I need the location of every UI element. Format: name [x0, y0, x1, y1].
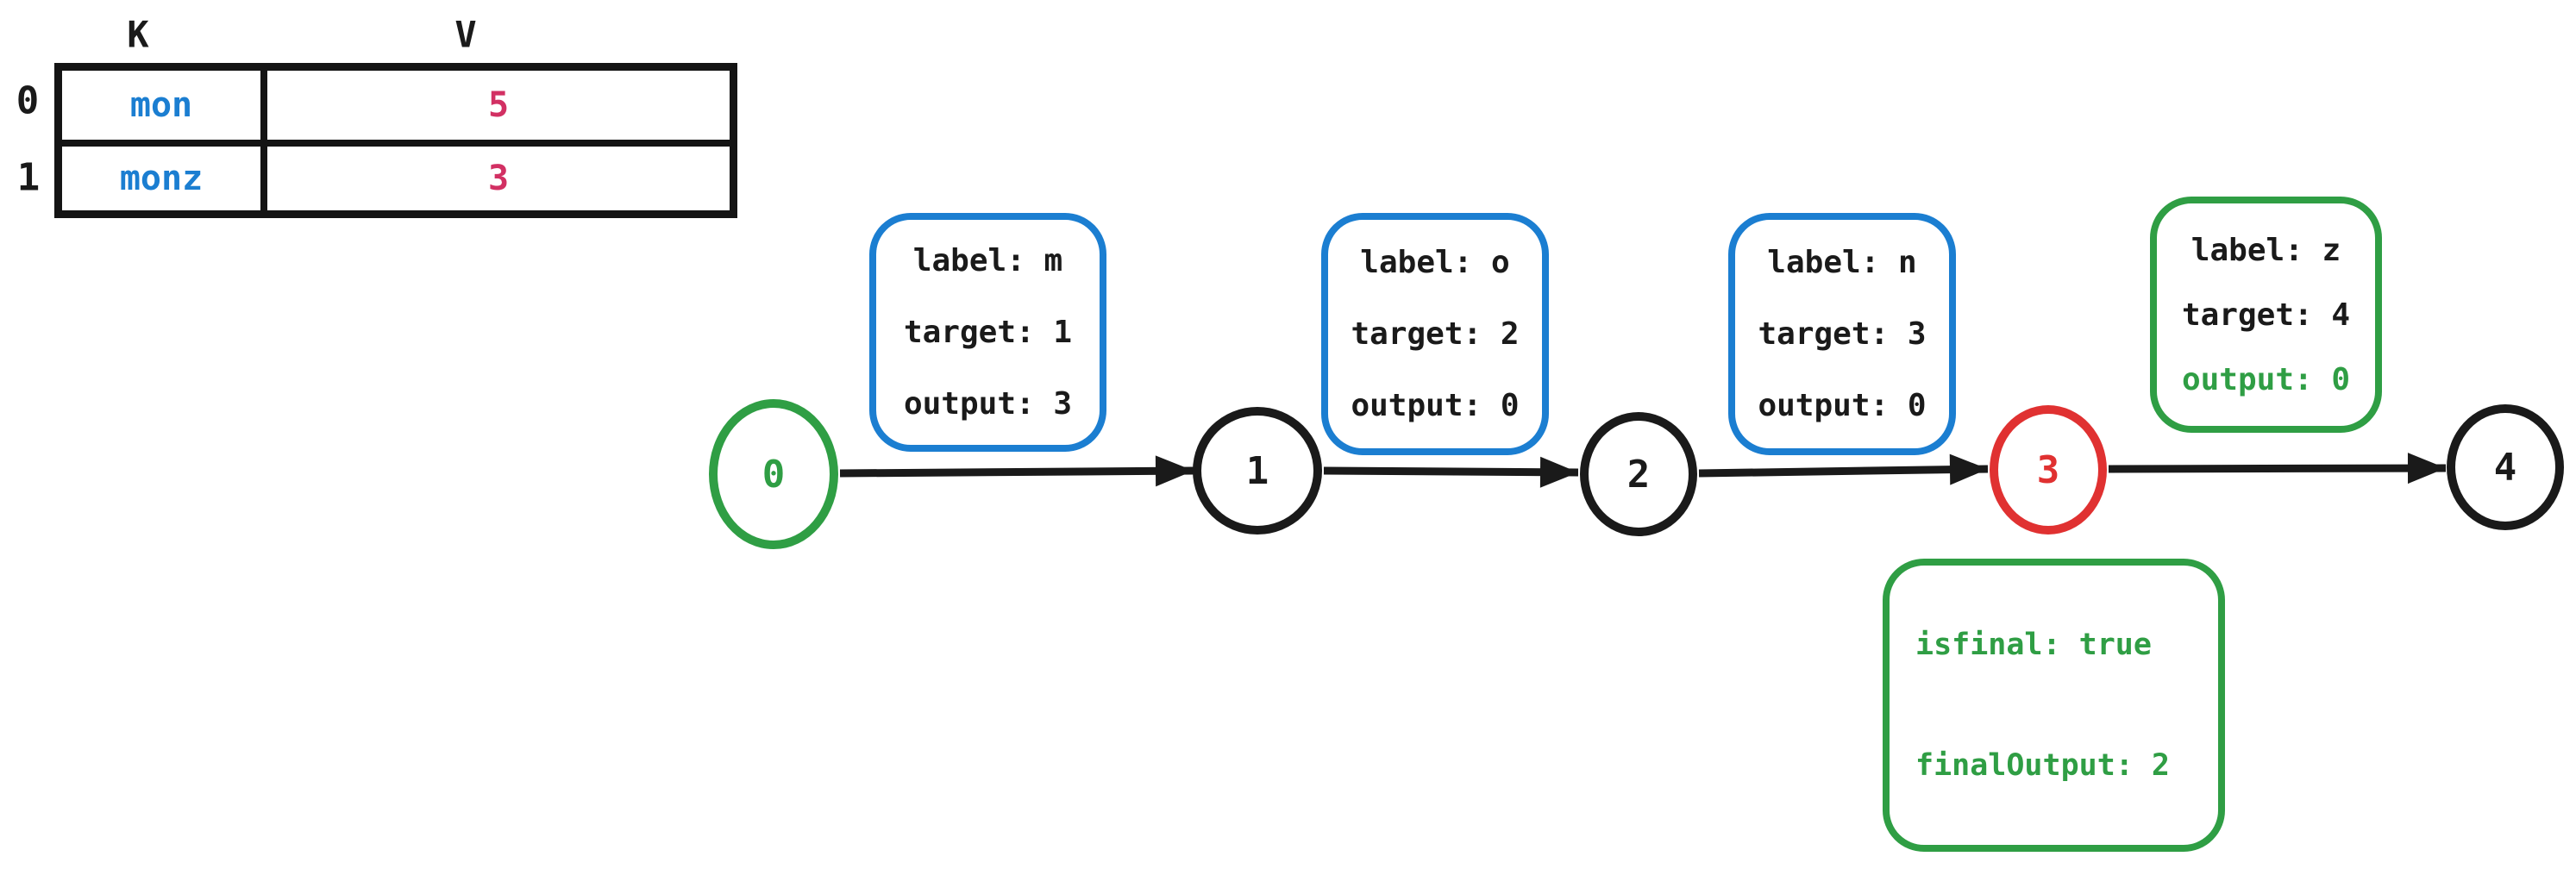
edge-label-line: label: o	[1360, 245, 1510, 280]
edge-label-line: label: n	[1767, 245, 1917, 280]
edge-label-line: label: m	[912, 243, 1063, 278]
state-node-1: 1	[1193, 407, 1322, 535]
edge-target-line: target: 2	[1351, 316, 1520, 352]
edge-label-line: label: z	[2191, 232, 2341, 268]
state-node-3: 3	[1990, 405, 2107, 535]
edge-label-box-o: label: o target: 2 output: 0	[1321, 213, 1549, 455]
kv-header-v: V	[454, 13, 477, 56]
edge-label-box-z: label: z target: 4 output: 0	[2150, 197, 2382, 433]
edge-output-line: output: 0	[1351, 388, 1520, 423]
edge-target-line: target: 3	[1758, 316, 1927, 352]
kv-header-k: K	[127, 13, 149, 56]
kv-cell-value-1: 3	[487, 159, 510, 198]
final-output-line: finalOutput: 2	[1915, 748, 2171, 783]
edge-target-line: target: 4	[2181, 297, 2351, 333]
state-node-2: 2	[1580, 412, 1697, 536]
kv-cell-value-0: 5	[487, 85, 510, 125]
edge-label-box-n: label: n target: 3 output: 0	[1728, 213, 1956, 455]
state-node-label: 0	[762, 452, 786, 497]
state-node-label: 1	[1245, 448, 1269, 493]
edge-arrow-3-4	[2108, 453, 2447, 485]
kv-cell-key-1: monz	[119, 159, 204, 198]
edge-label-box-m: label: m target: 1 output: 3	[869, 213, 1106, 452]
kv-table: mon 5 monz 3	[54, 63, 737, 218]
state-node-0: 0	[709, 399, 838, 549]
edge-arrow-1-2	[1323, 456, 1579, 488]
edge-arrow-0-1	[839, 455, 1194, 487]
final-state-box: isfinal: true finalOutput: 2	[1883, 559, 2225, 852]
edge-output-line: output: 0	[1758, 388, 1927, 423]
kv-row-index-0: 0	[16, 78, 40, 123]
edge-output-line: output: 0	[2181, 361, 2351, 397]
kv-table-row-divider	[62, 140, 730, 147]
isfinal-line: isfinal: true	[1915, 628, 2152, 662]
edge-target-line: target: 1	[903, 315, 1073, 350]
edge-arrow-2-3	[1698, 453, 1989, 485]
kv-row-index-1: 1	[16, 155, 41, 200]
kv-cell-key-0: mon	[129, 85, 193, 125]
state-node-label: 4	[2493, 445, 2517, 490]
state-node-4: 4	[2447, 404, 2564, 530]
edge-output-line: output: 3	[903, 386, 1073, 422]
state-node-label: 2	[1626, 452, 1651, 497]
state-node-label: 3	[2036, 447, 2060, 492]
